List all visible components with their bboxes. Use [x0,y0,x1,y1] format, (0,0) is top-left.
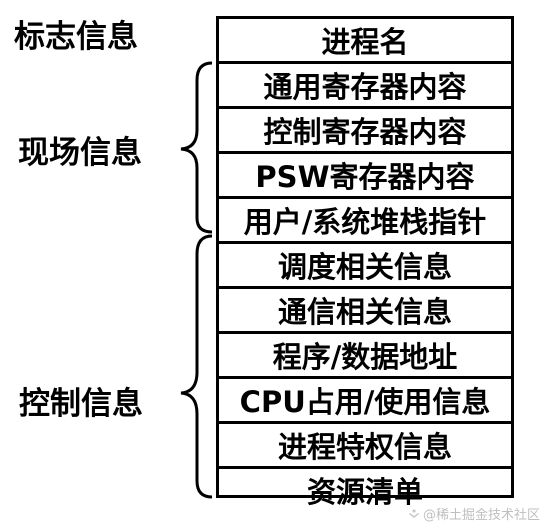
row-psw-register: PSW寄存器内容 [219,154,511,199]
row-program-data-address: 程序/数据地址 [219,334,511,379]
juejin-logo-icon [408,508,419,518]
row-stack-pointer: 用户/系统堆栈指针 [219,199,511,244]
row-general-registers: 通用寄存器内容 [219,64,511,109]
pcb-structure-table: 进程名 通用寄存器内容 控制寄存器内容 PSW寄存器内容 用户/系统堆栈指针 调… [216,16,514,509]
row-cpu-usage-info: CPU占用/使用信息 [219,379,511,424]
label-scene-info: 现场信息 [18,135,142,171]
row-control-registers: 控制寄存器内容 [219,109,511,154]
brace-control [180,234,213,499]
brace-scene [180,61,213,234]
row-scheduling-info: 调度相关信息 [219,244,511,289]
row-communication-info: 通信相关信息 [219,289,511,334]
watermark-text: @稀土掘金技术社区 [422,508,540,523]
row-resource-list: 资源清单 [306,475,423,509]
row-privilege-info: 进程特权信息 [219,424,511,469]
row-process-name: 进程名 [219,19,511,64]
label-control-info: 控制信息 [19,386,143,422]
watermark: @稀土掘金技术社区 [408,504,540,523]
label-flag-info: 标志信息 [14,19,138,55]
